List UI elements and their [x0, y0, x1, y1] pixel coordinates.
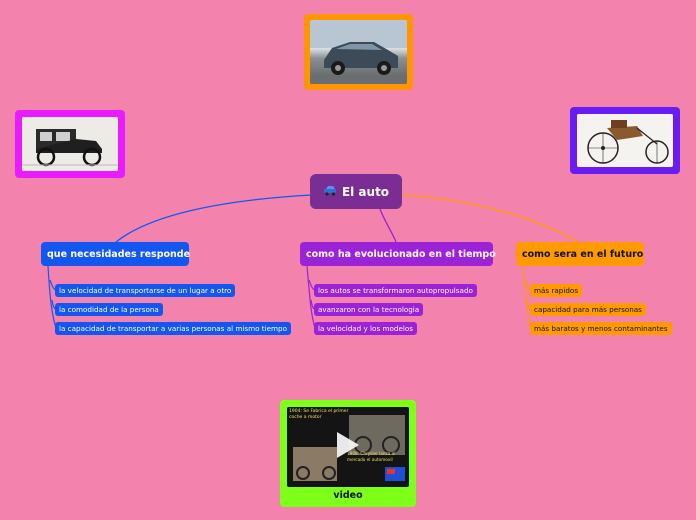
central-topic[interactable]: El auto	[310, 174, 402, 209]
video-caption-top: 1904: Se Fabrica el primer coche a motor	[289, 409, 349, 420]
link-branch-1-items	[47, 265, 57, 329]
branch-2-item-2[interactable]: avanzaron con la tecnologia	[314, 303, 424, 316]
benz-motorwagen-image[interactable]	[570, 107, 680, 174]
branch-1-item-3[interactable]: la capacidad de transportar a varias per…	[55, 322, 292, 335]
car-icon	[323, 185, 337, 199]
link-central-to-branch-1	[115, 194, 313, 243]
branch-2-title: como ha evolucionado en el tiempo	[306, 248, 496, 260]
video-node[interactable]: 1904: Se Fabrica el primer coche a motor…	[280, 400, 416, 507]
model-t-image[interactable]	[15, 110, 125, 178]
branch-como-ha-evolucionado[interactable]: como ha evolucionado en el tiempo	[300, 242, 496, 266]
branch-1-item-2[interactable]: la comodidad de la persona	[55, 303, 163, 316]
video-thumbnail[interactable]: 1904: Se Fabrica el primer coche a motor…	[287, 407, 409, 487]
link-central-to-branch-3	[401, 194, 579, 243]
branch-1-title: que necesidades responde	[47, 248, 191, 260]
branch-2-item-1[interactable]: los autos se transformaron autopropulsad…	[314, 284, 477, 297]
branch-1-item-1[interactable]: la velocidad de transportarse de un luga…	[55, 284, 236, 297]
video-caption-mid: 1908: Chrysler lanza al mercado el autom…	[347, 451, 396, 462]
branch-como-sera-en-el-futuro[interactable]: como sera en el futuro	[516, 242, 644, 266]
branch-3-title: como sera en el futuro	[522, 248, 644, 260]
branch-3-item-1[interactable]: más rapidos	[530, 284, 583, 297]
benz-motorwagen-photo-icon	[577, 114, 673, 167]
branch-3-item-2[interactable]: capacidad para más personas	[530, 303, 646, 316]
play-icon[interactable]	[335, 430, 361, 464]
video-caption: video	[333, 490, 363, 501]
central-topic-label: El auto	[341, 184, 390, 199]
branch-que-necesidades-responde[interactable]: que necesidades responde	[41, 242, 191, 266]
modern-car-photo-icon	[310, 20, 407, 84]
branch-3-item-3[interactable]: más baratos y menos contaminantes	[530, 322, 672, 335]
modern-car-image[interactable]	[304, 14, 413, 90]
link-central-to-branch-2	[379, 208, 397, 243]
branch-2-item-3[interactable]: la velocidad y los modelos	[314, 322, 418, 335]
link-branch-3-items	[522, 265, 532, 329]
link-branch-2-items	[306, 265, 316, 329]
vintage-car-photo-icon	[22, 117, 118, 171]
